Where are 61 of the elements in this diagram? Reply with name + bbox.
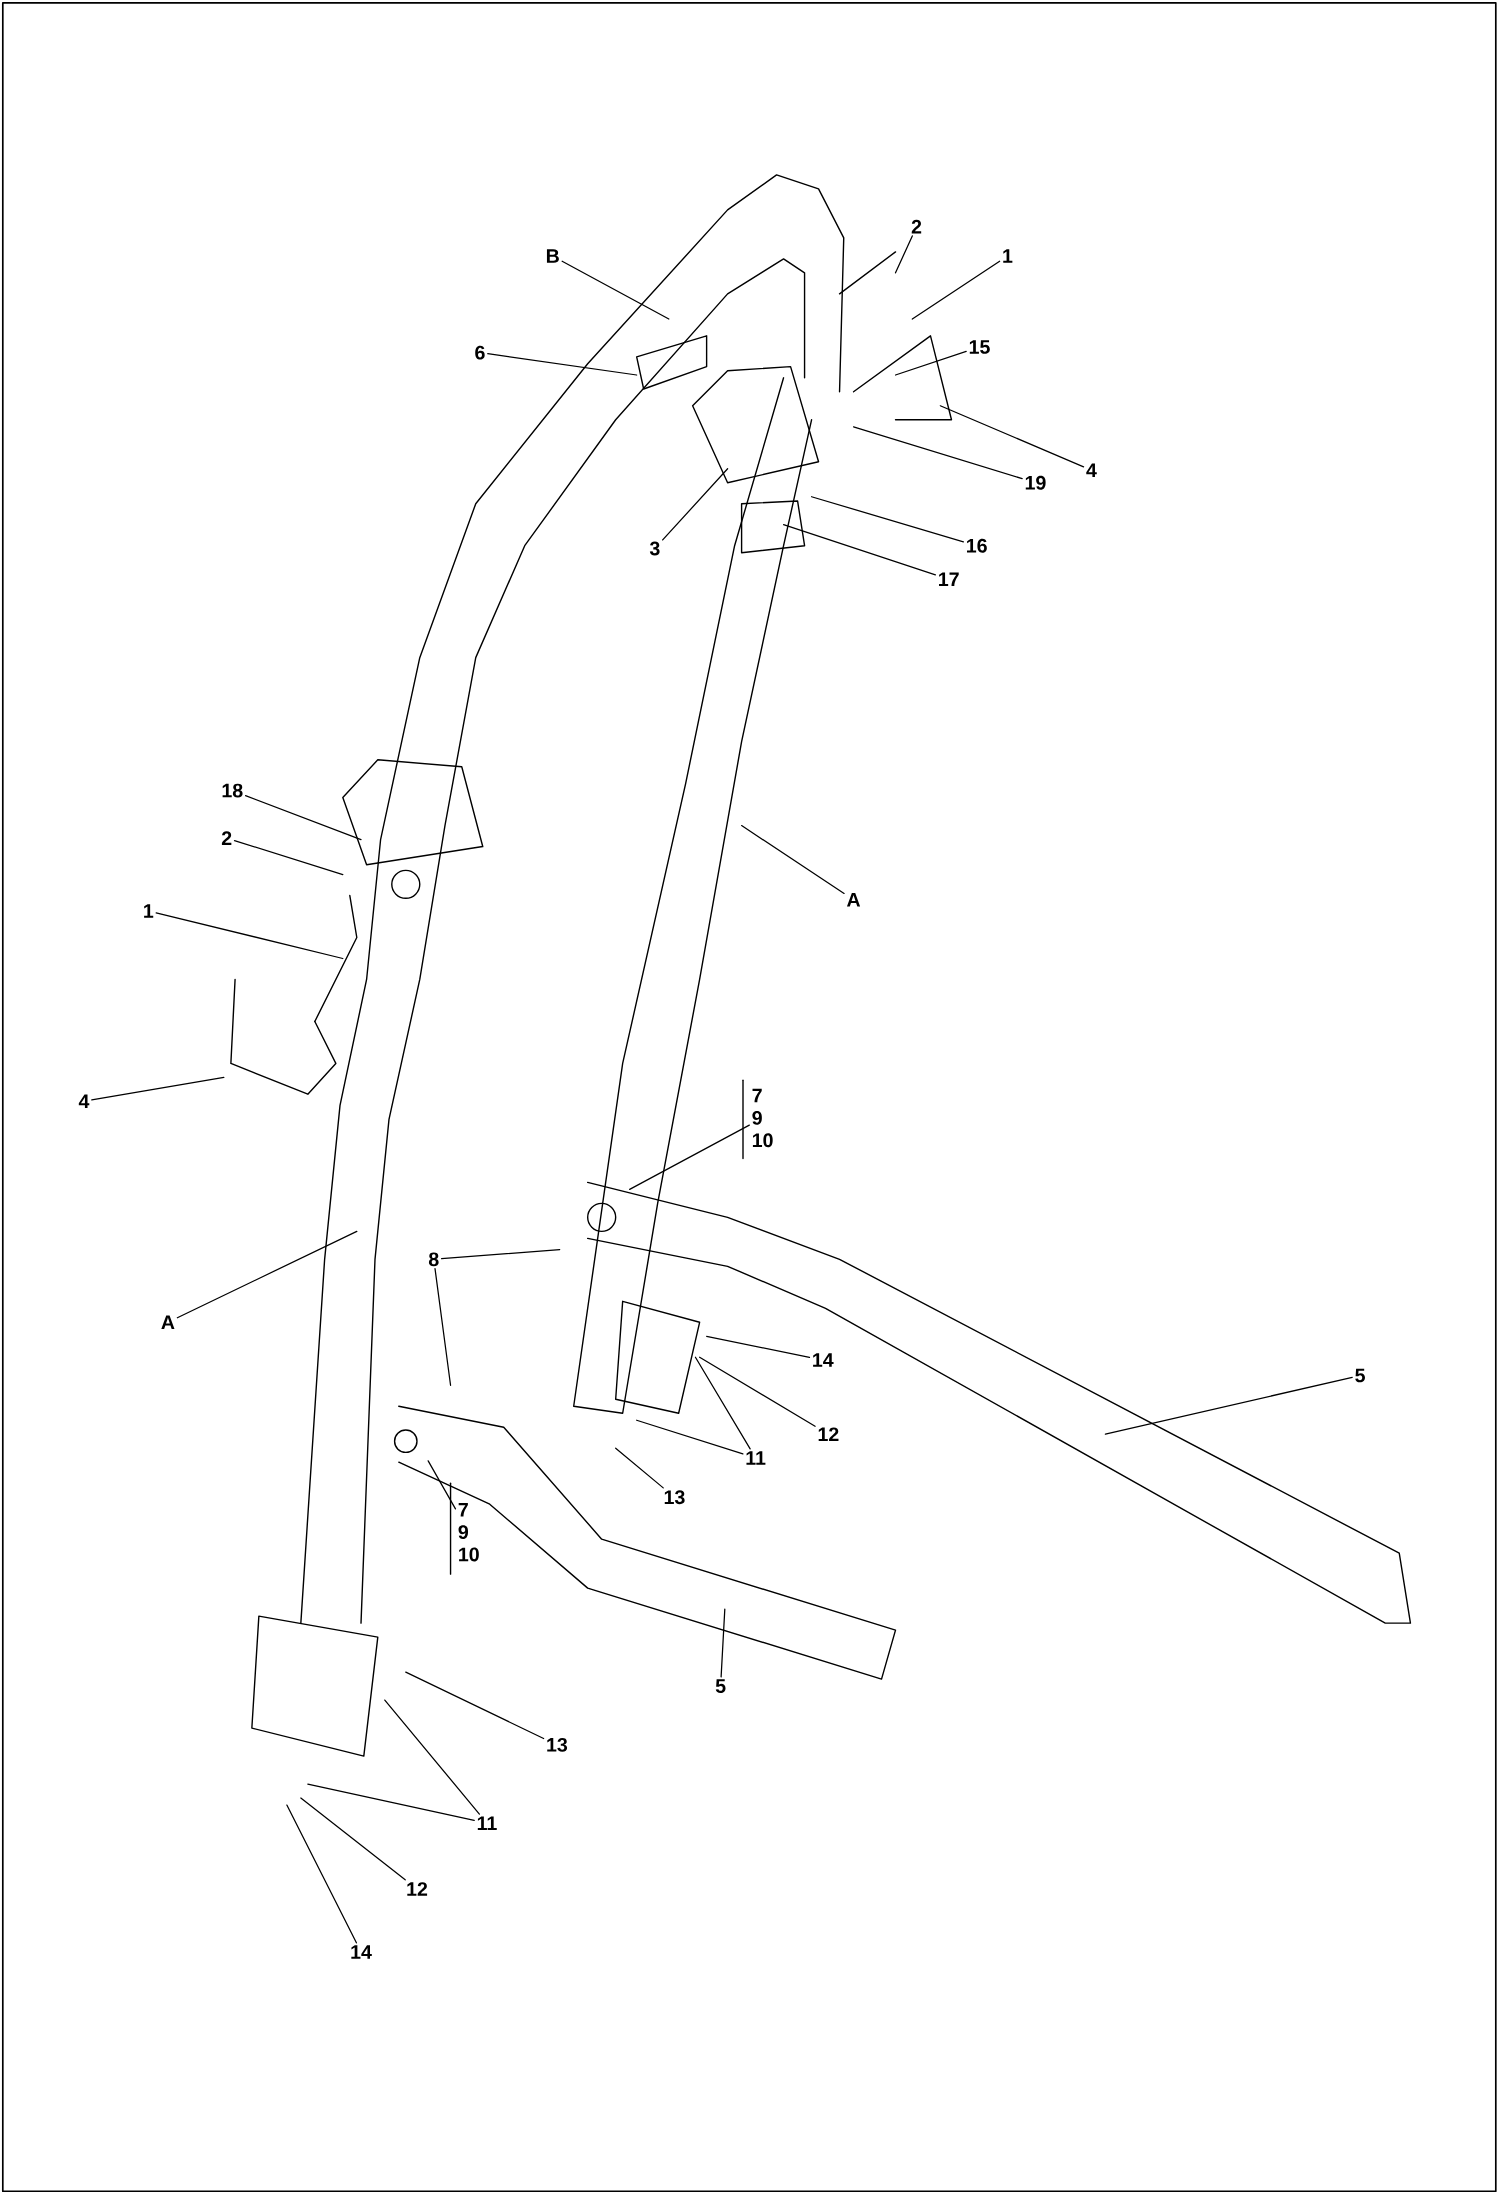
- leader-line: [91, 1076, 225, 1101]
- leader-line: [434, 1268, 452, 1386]
- callout-number: 12: [818, 1427, 839, 1442]
- leader-line: [695, 1356, 751, 1450]
- leader-line: [706, 1335, 811, 1358]
- callout-number: 8: [429, 1252, 439, 1267]
- leader-line: [561, 260, 670, 320]
- callout-number: 14: [813, 1353, 834, 1367]
- leader-line: [1104, 1376, 1354, 1435]
- callout-number: 1: [144, 904, 154, 918]
- callout-number: 13: [547, 1737, 568, 1752]
- callout-number: 11: [478, 1816, 497, 1830]
- leader-line: [405, 1671, 545, 1740]
- leader-line: [300, 1797, 407, 1881]
- callout-number: A: [161, 1315, 175, 1330]
- leader-line: [245, 795, 362, 841]
- callout-number: 4: [1086, 463, 1097, 477]
- callout-number: 15: [970, 340, 991, 354]
- callout-number: 7 9 10: [752, 1088, 773, 1148]
- callout-number: 5: [1355, 1368, 1366, 1383]
- leader-line: [384, 1699, 481, 1815]
- leader-line: [615, 1447, 665, 1489]
- leader-line: [636, 1419, 744, 1455]
- leader-line: [629, 1124, 751, 1190]
- leader-line: [939, 405, 1085, 468]
- leader-line: [783, 524, 937, 576]
- callout-number: 7 9 10: [458, 1502, 480, 1562]
- leader-line: [720, 1608, 726, 1678]
- leader-line: [155, 912, 344, 960]
- leader-line: [895, 235, 914, 274]
- callout-number: 2: [911, 219, 922, 234]
- leader-line: [307, 1783, 476, 1822]
- leader-line: [427, 1460, 457, 1510]
- leader-line: [662, 468, 729, 541]
- leader-line: [699, 1356, 816, 1427]
- callout-number: 14: [351, 1945, 372, 1959]
- leader-line: [853, 426, 1023, 480]
- leader-line: [286, 1804, 358, 1944]
- leader-line: [487, 353, 638, 376]
- callout-number: 2: [222, 831, 232, 845]
- callout-number: 19: [1026, 475, 1046, 490]
- callout-number: 6: [475, 345, 485, 360]
- leader-line: [441, 1248, 561, 1260]
- callout-number: 18: [222, 783, 243, 798]
- callout-number: 3: [650, 541, 660, 556]
- callout-number: 17: [939, 572, 959, 587]
- leader-line: [176, 1230, 358, 1319]
- leader-line: [811, 496, 965, 543]
- leader-line: [234, 839, 344, 876]
- callout-number: B: [547, 249, 560, 263]
- callout-number: 12: [407, 1882, 428, 1896]
- callout-number: 1: [1003, 249, 1013, 263]
- callout-number: A: [847, 893, 861, 907]
- leader-line: [895, 350, 968, 376]
- callout-number: 5: [715, 1679, 726, 1693]
- leader-line: [741, 824, 845, 895]
- callout-number: 13: [664, 1490, 685, 1505]
- callout-number: 11: [746, 1451, 766, 1465]
- callout-number: 16: [967, 538, 988, 553]
- callout-number: 4: [79, 1094, 90, 1108]
- leader-line: [911, 260, 1001, 320]
